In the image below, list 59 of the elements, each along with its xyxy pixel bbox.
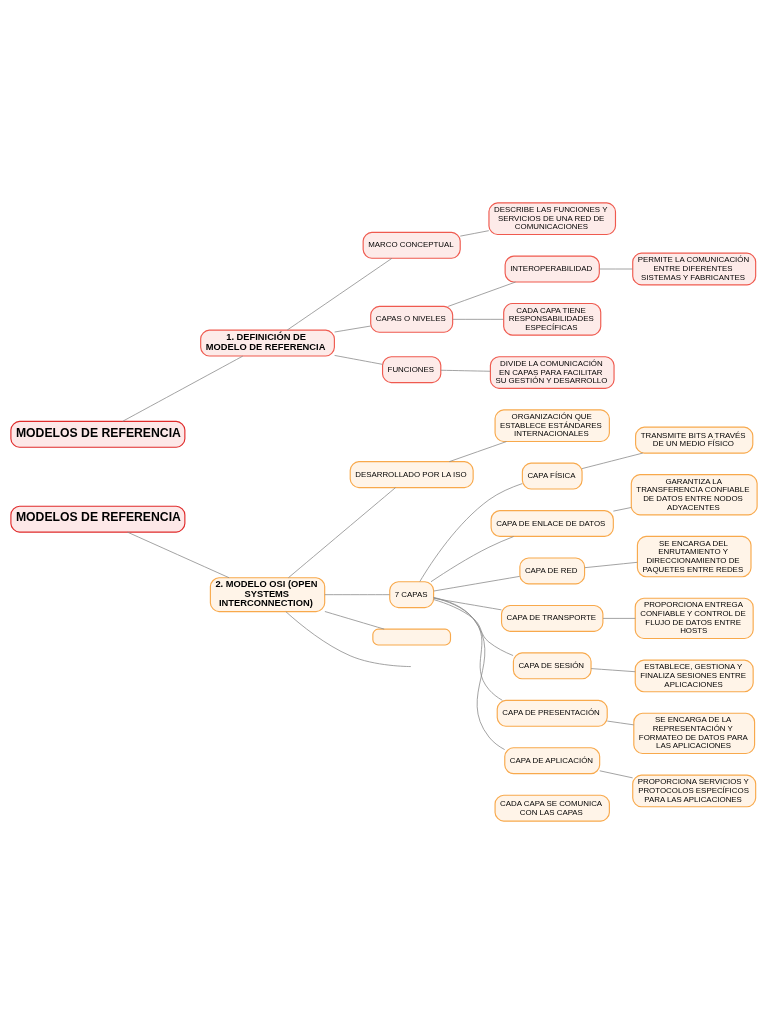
node-box: PROPORCIONA ENTREGA CONFIABLE Y CONTROL DE FLUJO DE DATOS ENTRE HOSTS [634, 597, 754, 640]
node-box: 2. MODELO OSI (OPEN SYSTEMS INTERCONNECTION) [209, 577, 326, 613]
connector [447, 281, 516, 307]
connector [324, 611, 385, 630]
connector [581, 452, 644, 469]
connector [612, 507, 632, 512]
connector [433, 599, 514, 656]
node-box: MODELOS DE REFERENCIA [10, 420, 186, 448]
node-box: ORGANIZACIÓN QUE ESTABLECE ESTÁNDARES INTERNACIONALES [494, 409, 610, 443]
node-box: PERMITE LA COMUNICACIÓN ENTRE DIFERENTES SISTEMAS Y FABRICANTES [632, 252, 757, 286]
connector [433, 597, 506, 750]
node-box: CAPA FÍSICA [521, 462, 583, 490]
connector [602, 618, 636, 619]
node-box: SE ENCARGA DE LA REPRESENTACIÓN Y FORMATEO DE DATOS PARA LAS APLICACIONES [633, 712, 756, 755]
connector [459, 230, 490, 237]
node-box: CAPAS O NIVELES [370, 305, 454, 333]
node-box: CADA CAPA SE COMUNICA CON LAS CAPAS [494, 794, 610, 822]
node-box: DIVIDE LA COMUNICACIÓN EN CAPAS PARA FACILITAR SU GESTIÓN Y DESARROLLO [489, 356, 615, 389]
connector [122, 355, 244, 422]
connector [430, 536, 515, 583]
node-box: MARCO CONCEPTUAL [362, 231, 461, 259]
node-box: SE ENCARGA DEL ENRUTAMIENTO Y DIRECCIONAMIENTO DE PAQUETES ENTRE REDES [636, 535, 752, 578]
connector [288, 487, 396, 579]
node-box: DESARROLLADO POR LA ISO [349, 461, 474, 489]
node-box [372, 628, 452, 646]
connector [599, 770, 634, 779]
connector [334, 355, 383, 365]
connector [127, 531, 230, 579]
node-box: GARANTIZA LA TRANSFERENCIA CONFIABLE DE DATOS ENTRE NODOS ADYACENTES [630, 474, 758, 516]
node-box: CAPA DE RED [519, 557, 586, 585]
node-box: CAPA DE PRESENTACIÓN [496, 699, 608, 727]
node-box: TRANSMITE BITS A TRAVÉS DE UN MEDIO FÍSICO [635, 426, 754, 454]
node-box: 1. DEFINICIÓN DE MODELO DE REFERENCIA [200, 329, 335, 357]
connector [598, 268, 633, 270]
connector [324, 594, 390, 596]
connector [285, 611, 412, 667]
node-box: MODELOS DE REFERENCIA [10, 505, 186, 533]
node-box: CAPA DE SESIÓN [512, 652, 592, 680]
node-box: CAPA DE TRANSPORTE [500, 604, 604, 632]
connector [584, 561, 638, 569]
node-box: PROPORCIONA SERVICIOS Y PROTOCOLOS ESPECÍFICOS PARA LAS APLICACIONES [632, 774, 757, 808]
connector [590, 668, 636, 673]
connector [286, 257, 393, 331]
connector [433, 597, 503, 701]
connector [606, 720, 635, 726]
connector [433, 575, 521, 592]
node-box: CADA CAPA TIENE RESPONSABILIDADES ESPECÍFICAS [503, 302, 602, 336]
connector [452, 318, 504, 320]
node-box: CAPA DE APLICACIÓN [504, 747, 601, 775]
node-box: FUNCIONES [382, 356, 442, 384]
connector [448, 441, 507, 463]
node-box: CAPA DE ENLACE DE DATOS [490, 510, 614, 537]
node-box: INTEROPERABILIDAD [504, 255, 600, 283]
node-box: DESCRIBE LAS FUNCIONES Y SERVICIOS DE UNA RED DE COMUNICACIONES [488, 202, 617, 236]
connector [419, 483, 523, 582]
connector [440, 369, 491, 372]
node-box: 7 CAPAS [389, 581, 435, 609]
node-box: ESTABLECE, GESTIONA Y FINALIZA SESIONES ENTRE APLICACIONES [634, 659, 754, 693]
connector [334, 325, 371, 333]
